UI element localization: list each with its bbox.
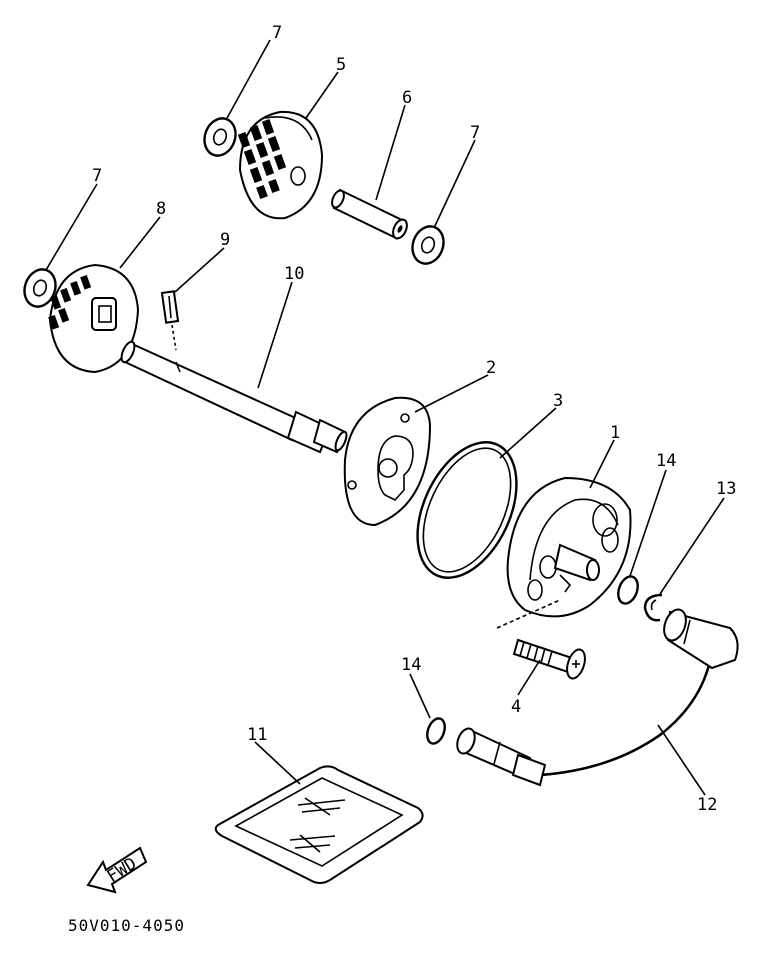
washer-7-upper <box>203 117 237 157</box>
label-11: 11 <box>247 725 267 745</box>
label-8: 8 <box>156 199 166 219</box>
key-9 <box>160 290 180 351</box>
circlip-13 <box>643 593 663 622</box>
label-1: 1 <box>610 423 620 443</box>
label-9: 9 <box>220 230 230 250</box>
oring-3 <box>416 441 518 579</box>
part-labels: 7 5 6 7 7 8 9 10 2 3 1 14 13 4 14 11 12 <box>92 23 736 815</box>
label-4: 4 <box>511 697 521 717</box>
label-7-upper: 7 <box>272 23 282 43</box>
label-10: 10 <box>284 264 304 284</box>
label-2: 2 <box>486 358 496 378</box>
label-12: 12 <box>697 795 717 815</box>
pin-6 <box>331 188 408 240</box>
label-13: 13 <box>716 479 736 499</box>
washer-7-right <box>411 225 445 265</box>
gear-8 <box>48 263 140 374</box>
gear-5 <box>237 110 324 220</box>
label-6: 6 <box>402 88 412 108</box>
oring-14-lower <box>426 717 446 745</box>
leader-lines <box>45 39 725 796</box>
label-5: 5 <box>336 55 346 75</box>
label-7-right: 7 <box>470 123 480 143</box>
forward-arrow-icon: FWD <box>86 846 148 894</box>
label-7-left: 7 <box>92 166 102 186</box>
label-3: 3 <box>553 391 563 411</box>
label-14-right: 14 <box>656 451 676 471</box>
pipe-12 <box>456 608 739 787</box>
rotor-1 <box>496 476 632 629</box>
diagram-code: 50V010-4050 <box>68 916 185 935</box>
strainer-11 <box>214 765 424 884</box>
screw-4 <box>512 638 586 680</box>
shaft-10 <box>120 340 348 454</box>
oring-14-right <box>617 575 639 605</box>
plate-2 <box>343 396 432 527</box>
label-14-lower: 14 <box>401 655 421 675</box>
